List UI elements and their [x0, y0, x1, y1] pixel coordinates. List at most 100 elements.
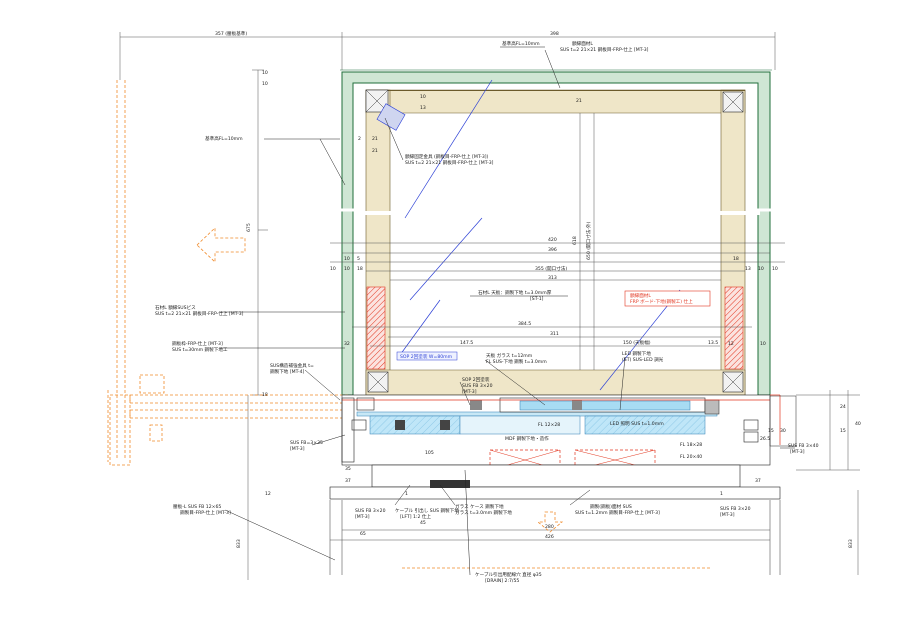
note-bottom-center-2: ガラス t=3.0mm 鋼製下地 [455, 509, 512, 516]
dim-21-side: 21 [372, 136, 378, 142]
dim-45: 45 [420, 520, 426, 526]
dim-105: 105 [425, 450, 434, 456]
note-corner-2: SUS t=2 21×21 鋼板目-FRP-仕上 [MT-3] [405, 159, 494, 166]
note-tag-right-1: SUS FB 3×40 [788, 443, 819, 449]
dim-311: 311 [550, 331, 559, 337]
note-fb-20-right: SUS FB 3×20 [720, 506, 751, 512]
note-frame-top-2: SUS t=2 21×21 鋼板目-FRP-仕上 [MT-3] [560, 46, 649, 53]
note-sus-fb-left: SUS FB=3×35 [290, 440, 323, 446]
note-right-box-1: 額縁面材L [630, 292, 651, 299]
note-bottom-center-1: ガラス ケース 鋼製下地 [455, 503, 504, 510]
dim-35: 35 [345, 466, 351, 472]
dim-1-a: 1 [405, 491, 408, 497]
dim-10-tube: 10 [420, 94, 426, 100]
note-corner-1: 額縁固定金具 (鋼板目-FRP-仕上 [MT-3]) [405, 153, 489, 160]
note-stone: 石材L 天板：鋼製下地 t=3.0mm厚 [478, 289, 552, 296]
note-bottom-mid-1: 鋼製(鋼板)面材 SUS [590, 503, 632, 510]
dim-10-e: 10 [772, 266, 778, 272]
dim-1-5: 15 [768, 428, 774, 434]
dim-32-a: 32 [344, 341, 350, 347]
note-fl-20: FL 20×40 [680, 454, 702, 460]
note-left-2a: 鋼板枠-FRP-仕上 [MT-3] [172, 340, 223, 347]
note-drain-1: ケーブル引出用配線穴 直径 φ35 [475, 571, 542, 578]
note-bottom-1: ケーブル 引出し SUS 鋼製下地 [395, 507, 459, 514]
note-inner-2: FL SUS-下地 鋼製 t=3.0mm [486, 358, 547, 365]
note-kijun-top: 基準高FL=10mm [502, 40, 540, 47]
horizontal-dim-stack: 420 396 355 (開口寸法) 313 384.5 311 147.5 1… [330, 237, 785, 347]
dim-618: 618 [572, 236, 578, 245]
note-fb-20-left-mt: [MT-3] [355, 514, 370, 520]
dim-21-side-b: 21 [372, 148, 378, 154]
dim-30: 30 [780, 428, 786, 434]
glass-reflection-lines [399, 79, 681, 391]
dim-384-5: 384.5 [518, 321, 531, 327]
center-vertical-dims: 618 650 (開口寸法-外) [258, 113, 595, 370]
note-fl-12: FL 12×28 [538, 422, 560, 428]
note-fb-20-right-mt: [MT-3] [720, 512, 735, 518]
dim-357: 357 (腰板基準) [215, 30, 247, 37]
left-arrow-icon [196, 227, 246, 263]
note-bottom-left-2: 鋼製目-FRP-仕上 [MT-3] [180, 509, 231, 516]
dim-18-a: 18 [357, 266, 363, 272]
dim-420: 420 [548, 237, 557, 243]
rotated-bracket [376, 103, 406, 131]
note-kijun-left: 基準高FL=10mm [205, 135, 243, 142]
note-tag-right-2: [MT-3] [790, 449, 805, 455]
dim-26-5: 26.5 [760, 436, 770, 442]
dim-1-b: 1 [720, 491, 723, 497]
dim-10-b: 10 [330, 266, 336, 272]
dim-65: 65 [360, 531, 366, 537]
dim-10-d: 10 [758, 266, 764, 272]
note-mdf: MDF 鋼製下地・造作 [505, 435, 549, 442]
note-inner-1: 天板 ガラス t=12mm [486, 352, 533, 359]
right-vertical-dimensions: 833 24 15 40 [796, 390, 861, 575]
note-fb-20-left: SUS FB 3×20 [355, 508, 386, 514]
dim-37-a: 37 [345, 478, 351, 484]
dim-313: 313 [548, 275, 557, 281]
dim-21-tube: 21 [576, 98, 582, 104]
dim-150: 150 (天板幅) [623, 339, 651, 346]
dim-24-right: 24 [840, 404, 846, 410]
dim-10-top: 10 [262, 70, 268, 76]
dim-355: 355 (開口寸法) [535, 265, 567, 272]
note-right-led-1: LED 鋼製下地 [622, 350, 651, 357]
dim-13-tube: 13 [420, 105, 426, 111]
note-left-2b: SUS t=30mm 鋼製下地工 [172, 346, 228, 353]
dim-2: 2 [358, 136, 361, 142]
frame-small-dims: 10 10 10 13 21 2 21 21 [262, 70, 582, 154]
dim-13-a: 13 [745, 266, 751, 272]
dim-396: 396 [548, 247, 557, 253]
note-stone-2: [ST-1] [530, 296, 544, 302]
note-right-led-2: (ST) SUS-LED 調光 [622, 356, 664, 363]
dim-426: 426 [545, 534, 554, 540]
dim-18-b: 18 [733, 256, 739, 262]
note-left-1a: 石材L 額縁SUSビス [155, 304, 196, 311]
note-left-1b: SUS t=2 21×21 鋼板目-FRP-仕上 [MT-3] [155, 310, 244, 317]
dim-10-a: 10 [344, 256, 350, 262]
note-led: LED 照明 SUS t=1.0mm [610, 421, 664, 427]
dim-10-top2: 10 [262, 81, 268, 87]
dim-15-right: 15 [840, 428, 846, 434]
left-vertical-dimensions: 675 833 18 [236, 69, 268, 580]
note-fl-18: FL 18×28 [680, 442, 702, 448]
dim-10-c: 10 [344, 266, 350, 272]
dim-12-b: 12 [265, 491, 271, 497]
note-bottom-left-1: 腰板-L SUS FB 12×65 [173, 503, 221, 510]
note-frame-top-1: 額縁面材L [572, 40, 593, 47]
annotations: 基準高FL=10mm 額縁面材L SUS t=2 21×21 鋼板目-FRP-仕… [155, 40, 819, 584]
display-case-section: 280 426 45 65 35 37 37 105 26.5 15 30 12… [265, 394, 797, 575]
red-hatched-side-panels [366, 286, 744, 370]
inner-tube-frame [355, 89, 760, 396]
dim-18-left: 18 [262, 392, 268, 398]
note-left-3a: SUS構造補強金具 t= [270, 362, 314, 369]
note-drain-2: [DRAIN] 2:7/55 [485, 578, 519, 584]
note-bottom-2: [LFT] 1:2 仕上 [400, 513, 431, 520]
note-right-box-2: FRP ボード-下地(鋼製工) 仕上 [630, 298, 693, 305]
dim-40-right: 40 [855, 421, 861, 427]
left-orange-dashed-fixture [107, 80, 351, 466]
dim-5-a: 5 [357, 256, 360, 262]
note-sus-fb-mt: [MT-3] [462, 389, 477, 395]
dim-280: 280 [545, 524, 554, 530]
dim-398: 398 [550, 31, 559, 37]
